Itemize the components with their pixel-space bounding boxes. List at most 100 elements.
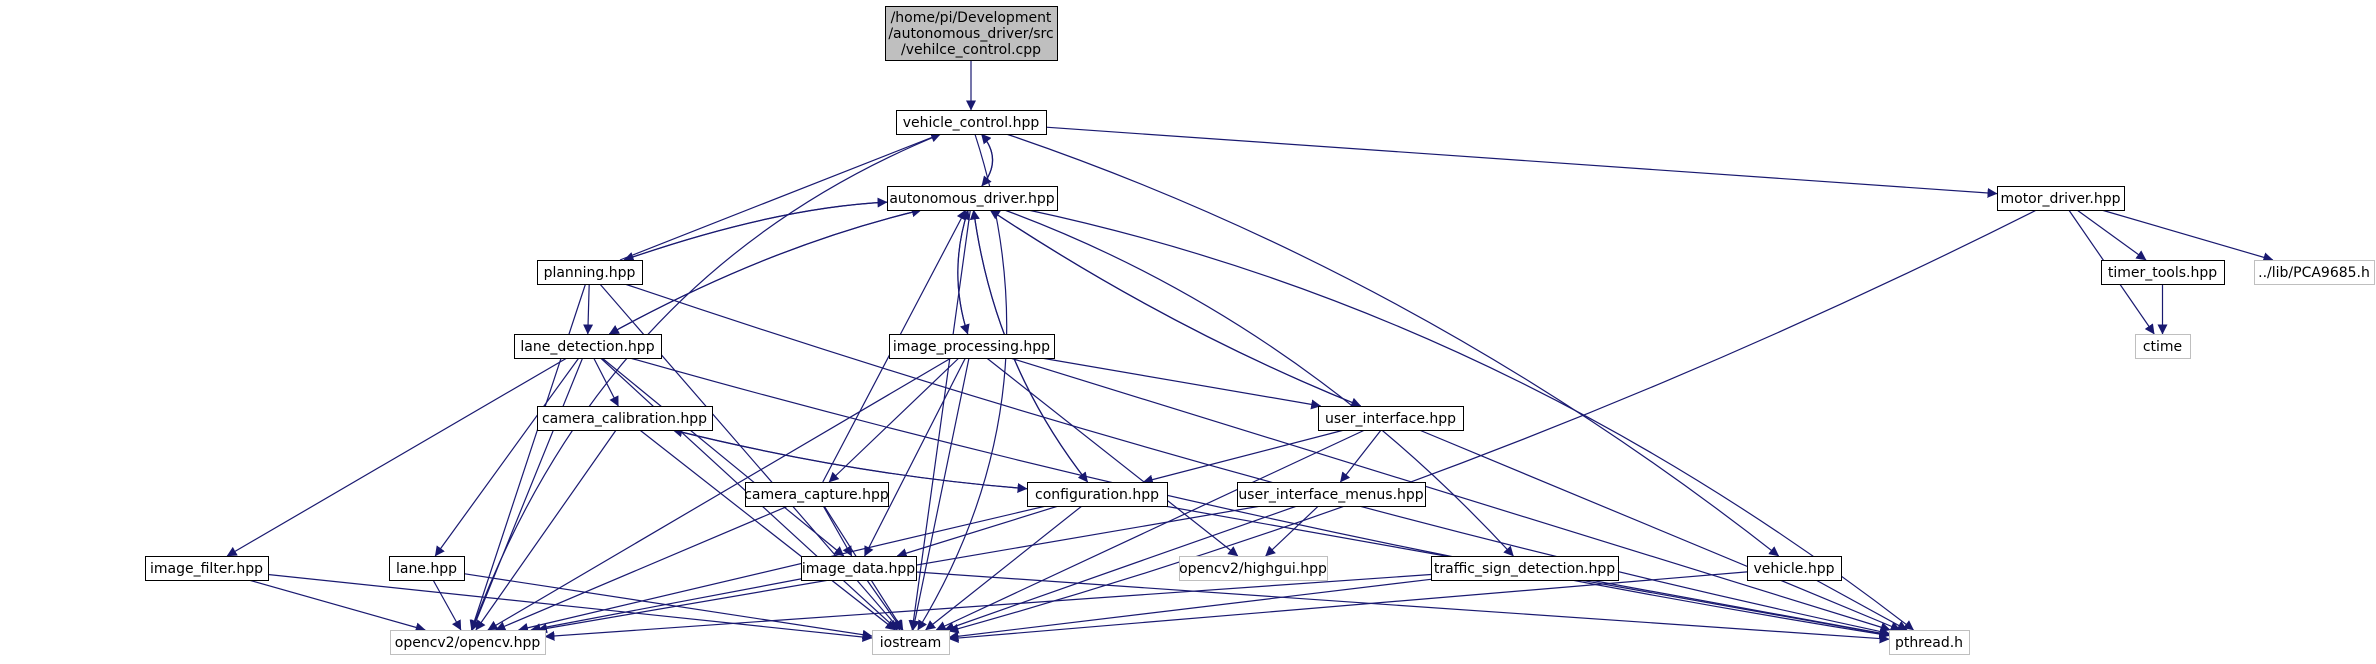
- edge-autonomous-driver-to-planning: [623, 201, 888, 262]
- node-box: [1431, 556, 1619, 581]
- node-root[interactable]: /home/pi/Development/autonomous_driver/s…: [885, 6, 1058, 61]
- edge-image-data-to-iostream: [866, 579, 903, 631]
- node-camera-capture[interactable]: camera_capture.hpp: [744, 482, 889, 507]
- edge-configuration-to-camera-calibration: [672, 427, 1028, 490]
- edge-image-filter-to-iostream: [267, 573, 873, 642]
- edge-lane-detection-to-image-data: [601, 357, 845, 557]
- node-label: user_interface.hpp: [1325, 411, 1456, 427]
- edge-lane-detection-to-autonomous-driver: [609, 207, 922, 335]
- edge-user-interface-to-iostream: [935, 429, 1366, 631]
- node-box: [2254, 260, 2375, 285]
- edge-lane-to-iostream: [463, 573, 873, 640]
- node-box: [2135, 334, 2191, 359]
- edge-configuration-to-opencv: [518, 505, 1047, 633]
- edge-camera-calibration-to-iostream: [639, 429, 896, 631]
- node-camera-calibration[interactable]: camera_calibration.hpp: [537, 406, 713, 431]
- node-box: [1179, 556, 1328, 581]
- edge-traffic-sign-detection-to-iostream: [948, 578, 1432, 642]
- node-configuration[interactable]: configuration.hpp: [1027, 482, 1168, 507]
- node-label: image_filter.hpp: [150, 561, 263, 577]
- edge-vehicle-to-pthread: [1815, 579, 1908, 631]
- edge-image-processing-to-camera-capture: [828, 357, 960, 483]
- edge-traffic-sign-detection-to-opencv: [544, 573, 1432, 641]
- edge-planning-to-pthread: [624, 283, 1890, 637]
- edge-image-processing-to-iostream: [910, 357, 970, 631]
- node-box: [1889, 630, 1970, 655]
- node-user-interface-menus[interactable]: user_interface_menus.hpp: [1237, 482, 1426, 507]
- node-box: [1237, 482, 1426, 507]
- node-label: lane.hpp: [396, 561, 457, 577]
- edge-image-processing-to-highgui: [986, 357, 1239, 557]
- edge-motor-driver-to-timer-tools: [2076, 209, 2147, 261]
- edge-user-interface-to-configuration: [1142, 429, 1345, 485]
- node-planning[interactable]: planning.hpp: [537, 260, 643, 285]
- node-box: [872, 630, 950, 655]
- node-label: pthread.h: [1895, 635, 1963, 651]
- edge-vehicle-control-to-vehicle: [1006, 133, 1780, 557]
- node-pca9685: ../lib/PCA9685.h: [2254, 260, 2375, 285]
- node-label: image_processing.hpp: [893, 339, 1050, 355]
- node-label: traffic_sign_detection.hpp: [1434, 561, 1615, 577]
- edge-autonomous-driver-to-traffic-sign-detection: [1004, 209, 1514, 557]
- edge-image-data-to-pthread: [915, 571, 1890, 644]
- node-lane[interactable]: lane.hpp: [389, 556, 465, 581]
- edge-planning-to-lane-detection: [583, 283, 594, 335]
- node-box: [145, 556, 269, 581]
- node-box: [801, 556, 917, 581]
- node-label: lane_detection.hpp: [520, 339, 654, 355]
- edge-vehicle-to-iostream: [948, 571, 1748, 643]
- node-label: motor_driver.hpp: [2000, 191, 2120, 207]
- node-label: planning.hpp: [544, 265, 636, 281]
- node-user-interface[interactable]: user_interface.hpp: [1318, 406, 1464, 431]
- node-box: [537, 260, 643, 285]
- edge-autonomous-driver-to-pthread: [1027, 209, 1914, 631]
- node-timer-tools[interactable]: timer_tools.hpp: [2101, 260, 2225, 285]
- edge-image-filter-to-opencv: [248, 579, 426, 633]
- edge-camera-capture-to-image-data: [822, 505, 853, 557]
- file-nodes: /home/pi/Development/autonomous_driver/s…: [145, 6, 2375, 655]
- node-label: image_data.hpp: [802, 561, 915, 577]
- edge-image-processing-to-user-interface: [1041, 357, 1322, 410]
- edge-planning-to-opencv: [469, 283, 587, 631]
- node-label: autonomous_driver.hpp: [889, 191, 1054, 207]
- edge-user-interface-to-user-interface-menus: [1339, 429, 1382, 483]
- node-vehicle-control[interactable]: vehicle_control.hpp: [896, 110, 1047, 135]
- node-box: [390, 630, 546, 655]
- node-label: ../lib/PCA9685.h: [2258, 265, 2370, 281]
- node-lane-detection[interactable]: lane_detection.hpp: [514, 334, 662, 359]
- node-image-filter[interactable]: image_filter.hpp: [145, 556, 269, 581]
- node-box: [889, 334, 1055, 359]
- node-ctime: ctime: [2135, 334, 2191, 359]
- node-label: vehicle.hpp: [1754, 561, 1835, 577]
- node-label: ctime: [2143, 339, 2182, 355]
- node-box: [537, 406, 713, 431]
- edge-planning-to-vehicle-control: [619, 132, 941, 261]
- node-image-data[interactable]: image_data.hpp: [801, 556, 917, 581]
- node-label: /vehilce_control.cpp: [901, 42, 1041, 58]
- edge-lane-detection-to-lane: [434, 357, 580, 557]
- node-iostream: iostream: [872, 630, 950, 655]
- edge-image-processing-to-autonomous-driver: [957, 209, 970, 335]
- node-box: [2101, 260, 2225, 285]
- edge-motor-driver-to-pca9685: [2101, 209, 2274, 263]
- edge-lane-detection-to-camera-calibration: [593, 357, 619, 407]
- edge-planning-to-autonomous-driver: [623, 197, 888, 261]
- node-image-processing[interactable]: image_processing.hpp: [889, 334, 1055, 359]
- node-box: [389, 556, 465, 581]
- node-label: configuration.hpp: [1035, 487, 1159, 503]
- edge-lane-detection-to-image-filter: [226, 357, 568, 557]
- edge-planning-to-iostream: [599, 283, 901, 631]
- edge-image-processing-to-opencv: [487, 357, 952, 631]
- node-label: opencv2/opencv.hpp: [395, 635, 541, 651]
- edge-camera-calibration-to-opencv: [475, 429, 617, 631]
- edge-autonomous-driver-to-iostream: [908, 209, 971, 631]
- node-motor-driver[interactable]: motor_driver.hpp: [1997, 186, 2125, 211]
- node-vehicle[interactable]: vehicle.hpp: [1747, 556, 1842, 581]
- edge-user-interface-to-pthread: [1419, 429, 1901, 631]
- edge-motor-driver-to-iostream: [948, 209, 2037, 634]
- node-box: [885, 6, 1058, 61]
- node-autonomous-driver[interactable]: autonomous_driver.hpp: [887, 186, 1058, 211]
- node-box: [1747, 556, 1842, 581]
- node-traffic-sign-detection[interactable]: traffic_sign_detection.hpp: [1431, 556, 1619, 581]
